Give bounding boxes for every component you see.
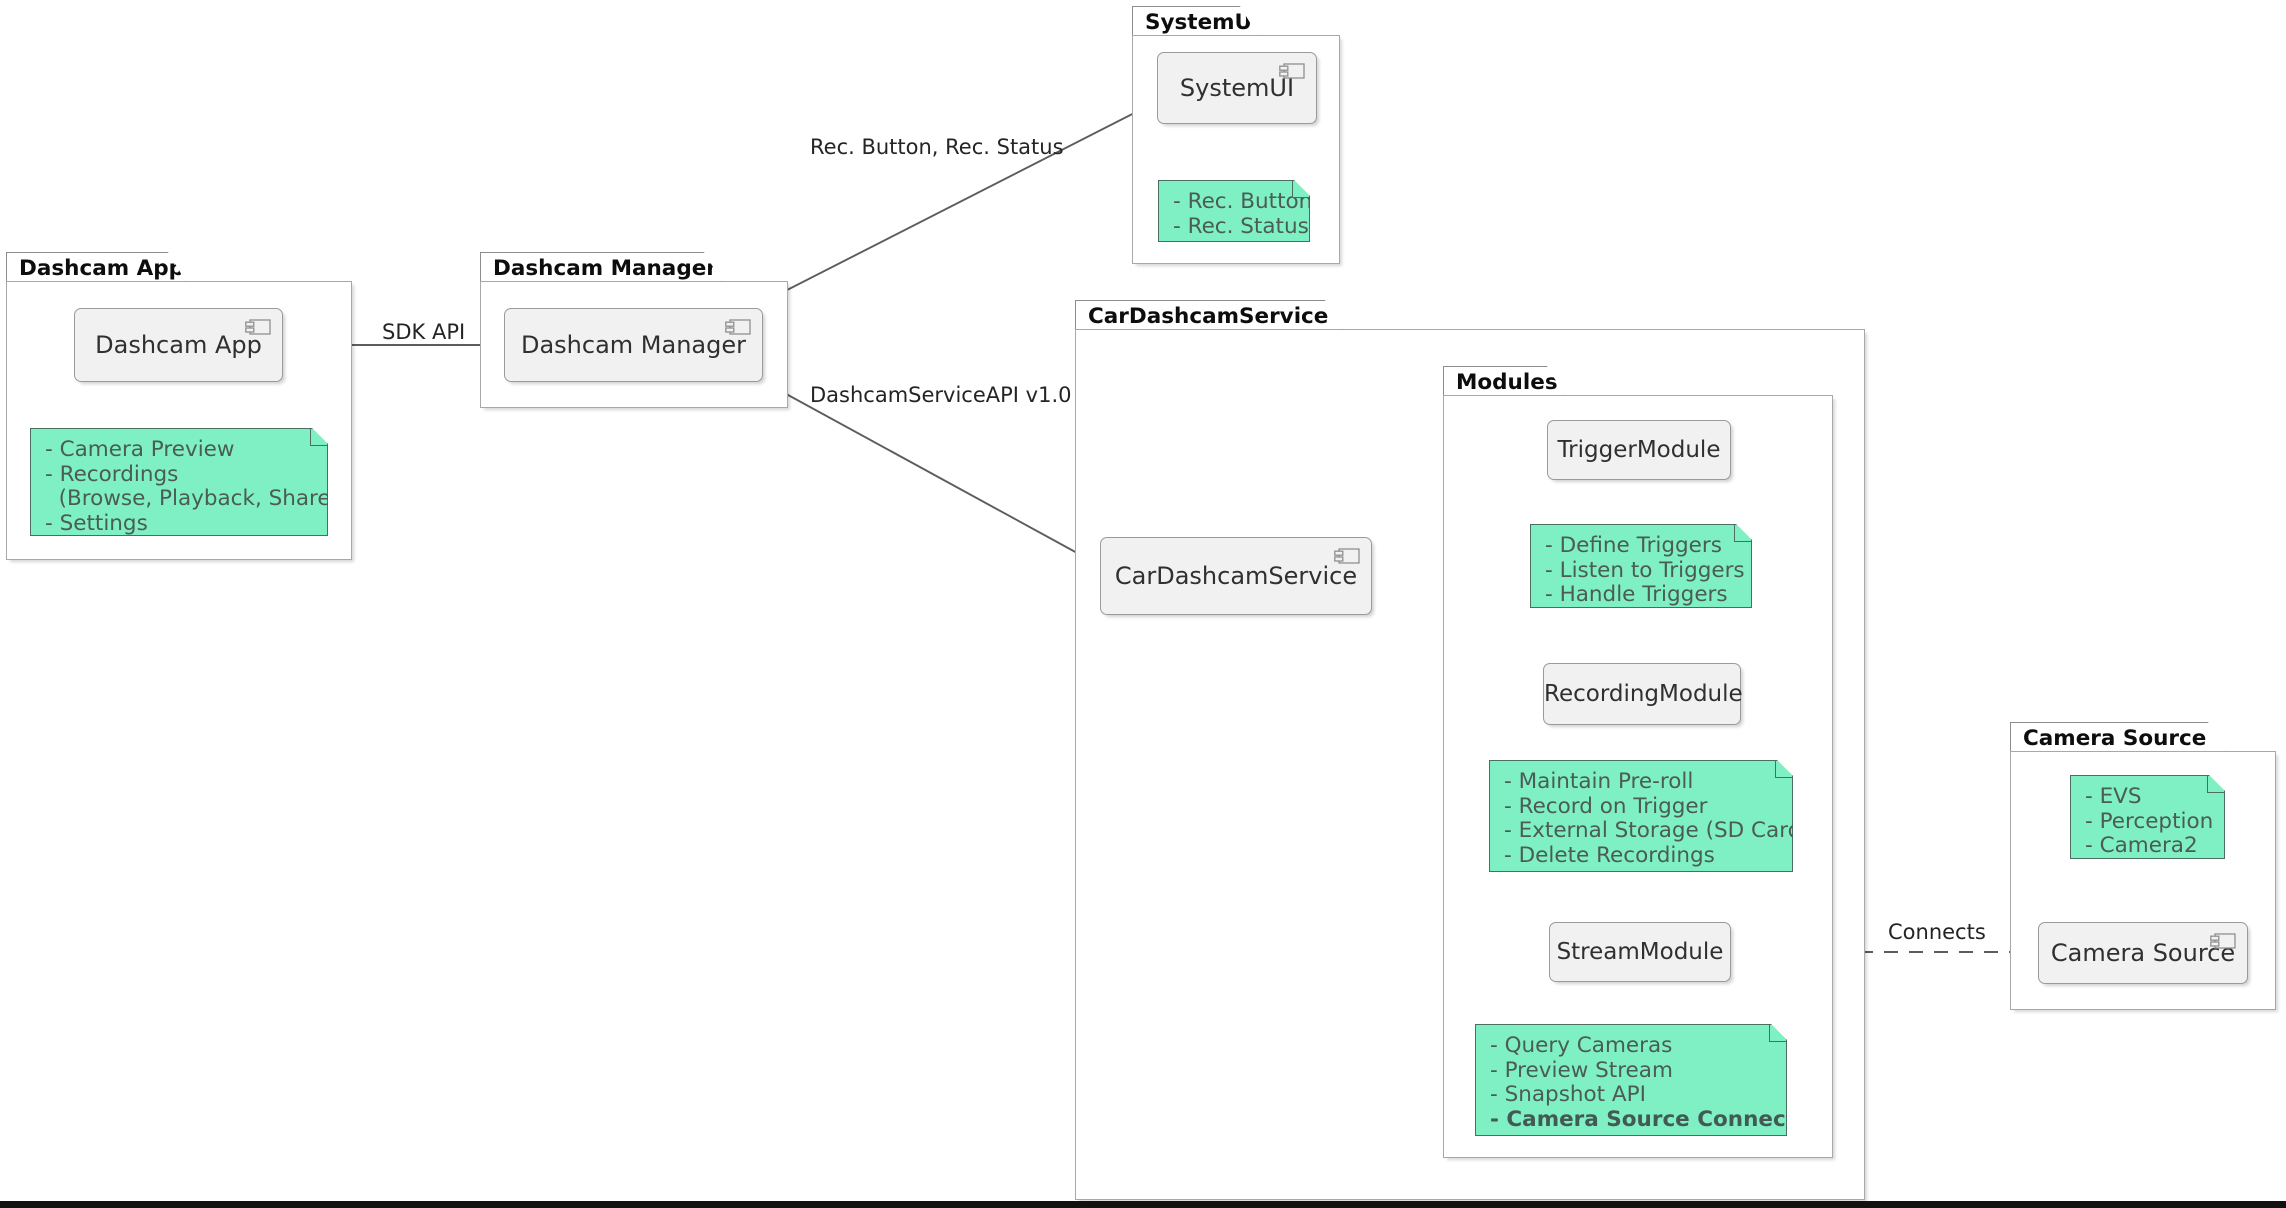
package-title-car-dashcam-service: CarDashcamService xyxy=(1075,300,1343,330)
note-line: - Define Triggers xyxy=(1545,533,1722,558)
component-stream-module[interactable]: StreamModule xyxy=(1549,922,1731,982)
component-icon xyxy=(245,319,271,335)
component-label-dashcam-app: Dashcam App xyxy=(95,331,262,359)
component-camera-source[interactable]: Camera Source xyxy=(2038,922,2248,984)
note-line: - External Storage (SD Card) xyxy=(1504,818,1810,843)
note-recording-module: - Maintain Pre-roll - Record on Trigger … xyxy=(1489,760,1793,872)
note-line: - Camera2 xyxy=(2085,833,2198,858)
component-system-ui[interactable]: SystemUI xyxy=(1157,52,1317,124)
component-label-car-dashcam-service: CarDashcamService xyxy=(1114,562,1358,590)
note-dashcam-app: - Camera Preview - Recordings (Browse, P… xyxy=(30,428,328,536)
note-line: - Snapshot API xyxy=(1490,1082,1646,1107)
package-title-modules: Modules xyxy=(1443,366,1565,396)
component-recording-module[interactable]: RecordingModule xyxy=(1543,663,1743,725)
component-dashcam-manager[interactable]: Dashcam Manager xyxy=(504,308,763,382)
note-line: - Listen to Triggers xyxy=(1545,557,1745,583)
note-line: (Browse, Playback, Share) xyxy=(45,486,340,511)
note-line: - Camera Source Connection xyxy=(1490,1106,1834,1132)
edge-label-connects: Connects xyxy=(1888,920,1986,944)
bottom-bar xyxy=(0,1201,2286,1208)
edge-label-dashcam-service-api: DashcamServiceAPI v1.0 xyxy=(810,383,1072,407)
note-line: - Perception xyxy=(2085,808,2214,834)
edge-label-sdk-api: SDK API xyxy=(382,320,466,344)
note-line: - EVS xyxy=(2085,784,2142,809)
component-icon xyxy=(1334,548,1360,564)
note-line: - Maintain Pre-roll xyxy=(1504,769,1694,794)
note-line: - Rec. Button xyxy=(1173,189,1313,214)
component-icon xyxy=(725,319,751,335)
component-label-stream-module: StreamModule xyxy=(1556,939,1724,965)
note-line: - Rec. Status xyxy=(1173,213,1309,239)
package-title-system-ui: SystemUI xyxy=(1132,6,1258,36)
note-line: - Settings xyxy=(45,510,148,536)
component-icon xyxy=(1279,63,1305,79)
package-title-camera-source: Camera Source xyxy=(2010,722,2226,752)
component-label-camera-source: Camera Source xyxy=(2050,939,2236,967)
note-line: - Handle Triggers xyxy=(1545,582,1728,607)
component-label-recording-module: RecordingModule xyxy=(1544,681,1743,707)
package-title-dashcam-app: Dashcam App xyxy=(6,252,186,282)
note-line: - Query Cameras xyxy=(1490,1033,1673,1058)
component-label-trigger-module: TriggerModule xyxy=(1557,437,1721,463)
component-label-dashcam-manager: Dashcam Manager xyxy=(520,331,746,359)
package-title-dashcam-manager: Dashcam Manager xyxy=(480,252,722,282)
note-camera-source: - EVS - Perception - Camera2 xyxy=(2070,775,2225,859)
edge-label-rec-button-rec-status: Rec. Button, Rec. Status xyxy=(810,135,1064,159)
note-stream-module: - Query Cameras - Preview Stream - Snaps… xyxy=(1475,1024,1787,1136)
note-line: - Recordings xyxy=(45,461,179,487)
component-car-dashcam-service[interactable]: CarDashcamService xyxy=(1100,537,1372,615)
note-line: - Preview Stream xyxy=(1490,1057,1673,1083)
note-line: - Delete Recordings xyxy=(1504,842,1715,868)
component-label-system-ui: SystemUI xyxy=(1179,74,1295,102)
component-icon xyxy=(2210,933,2236,949)
note-trigger-module: - Define Triggers - Listen to Triggers -… xyxy=(1530,524,1752,608)
note-line: - Camera Preview xyxy=(45,437,235,462)
component-trigger-module[interactable]: TriggerModule xyxy=(1547,420,1731,480)
note-system-ui: - Rec. Button - Rec. Status xyxy=(1158,180,1310,242)
component-dashcam-app[interactable]: Dashcam App xyxy=(74,308,283,382)
note-line: - Record on Trigger xyxy=(1504,793,1708,819)
